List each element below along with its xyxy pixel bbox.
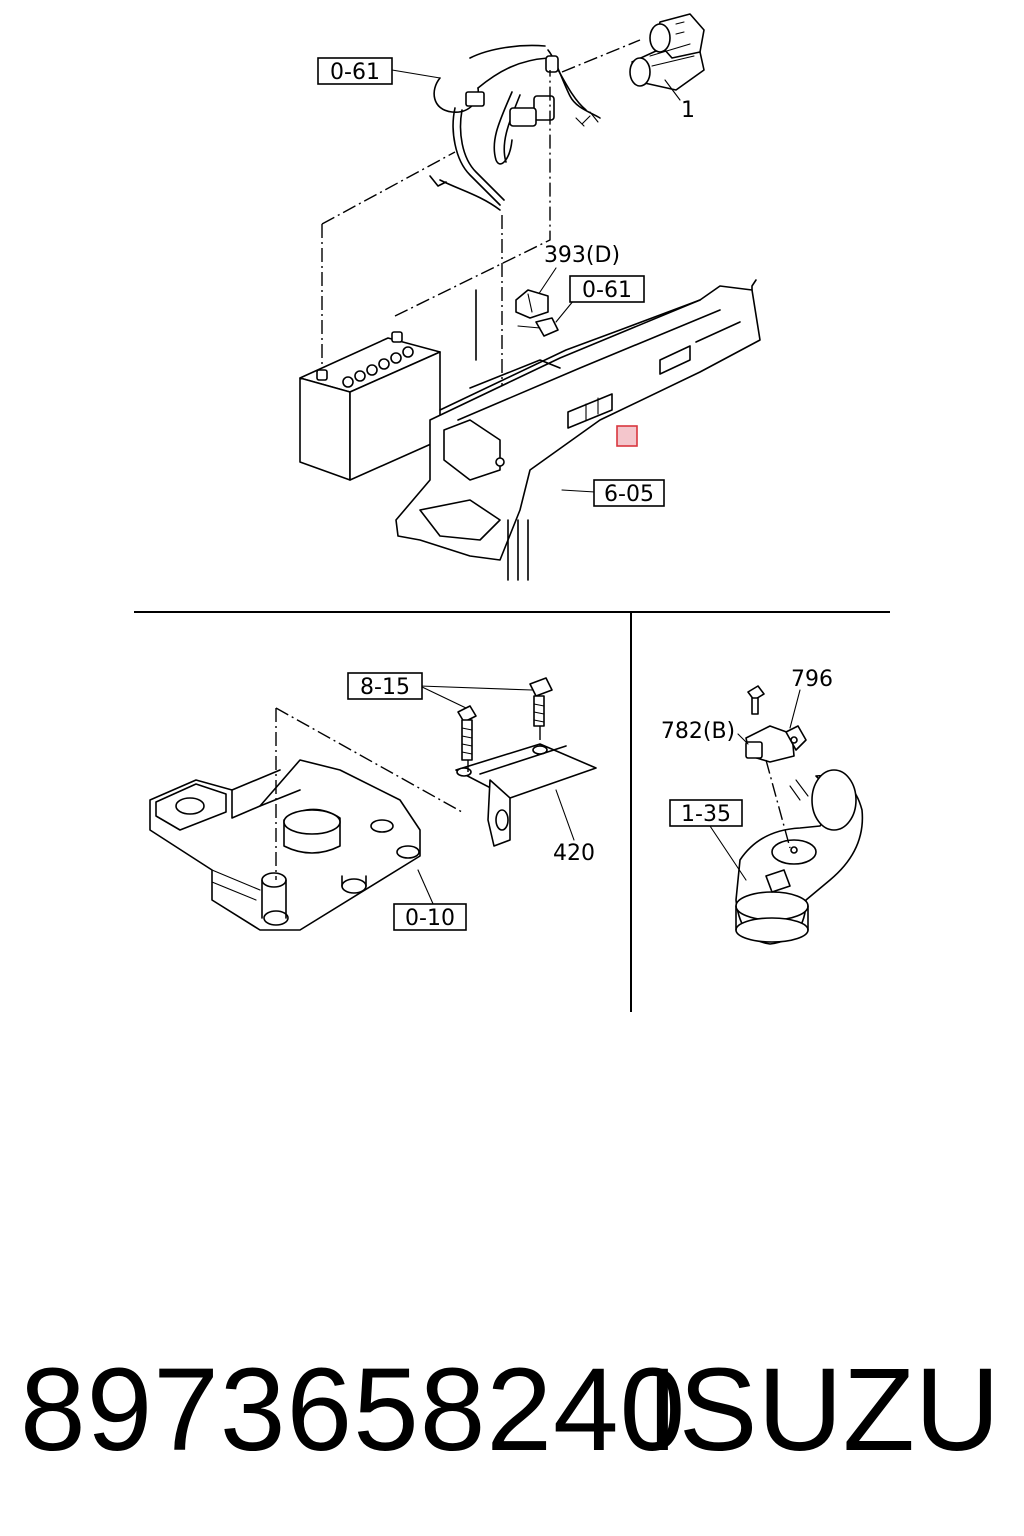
callout-top-left-ref-label: 0-61: [330, 60, 380, 85]
callout-manifold-ref-label: 0-10: [405, 906, 455, 931]
highlight-marker: [616, 425, 638, 447]
callout-bolts-ref-label: 8-15: [360, 675, 410, 700]
callout-frame-ref-label: 6-05: [604, 482, 654, 507]
exploded-parts-diagram: 0-61 1 393(D) 0-61 6-05: [134, 13, 890, 1012]
small-bracket: [515, 289, 559, 337]
callout-top-left-ref: 0-61: [317, 57, 393, 85]
callout-bracket-label: 393(D): [544, 243, 620, 268]
callout-duct-ref: 1-35: [669, 799, 743, 827]
callout-starter-label: 1: [681, 98, 695, 123]
callout-bolts-ref: 8-15: [347, 672, 423, 700]
callout-bolt-ref-label: 0-61: [582, 278, 632, 303]
battery: [299, 331, 441, 481]
callout-manifold-ref: 0-10: [393, 903, 467, 931]
footer: 8973658240 ISUZU: [0, 1340, 1024, 1480]
callout-frame-ref: 6-05: [593, 479, 665, 507]
starter-motor: [629, 13, 705, 91]
mounting-bolts: [457, 677, 553, 761]
bottom-left-leader-lines: [275, 685, 575, 907]
air-duct: [735, 769, 864, 945]
part-number: 8973658240: [20, 1344, 687, 1476]
wiring-harness: [429, 44, 601, 211]
brand-name: ISUZU: [646, 1344, 1000, 1476]
callout-sensor-bolt-label: 782(B): [661, 719, 735, 744]
intake-manifold: [149, 759, 421, 931]
callout-sensor-label: 796: [791, 667, 833, 692]
callout-bolt-ref: 0-61: [569, 275, 645, 303]
sensor: [745, 685, 807, 763]
chassis-frame: [395, 279, 761, 581]
callout-duct-ref-label: 1-35: [681, 802, 731, 827]
callout-bracket-420-label: 420: [553, 841, 595, 866]
bracket-420: [455, 743, 597, 847]
bottom-right-leader-lines: [709, 689, 801, 881]
